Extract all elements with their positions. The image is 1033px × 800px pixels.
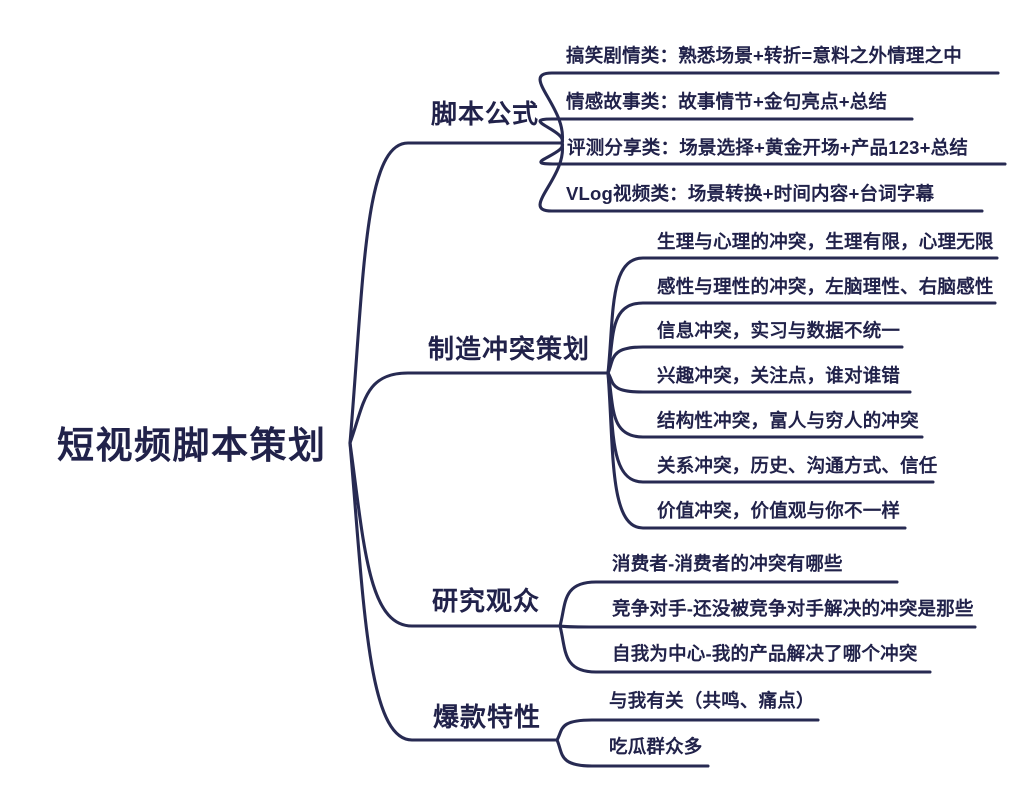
- subtopic[interactable]: 竞争对手-还没被竞争对手解决的冲突是那些: [612, 597, 974, 619]
- subtopic[interactable]: 价值冲突，价值观与你不一样: [657, 499, 901, 521]
- subtopic[interactable]: 与我有关（共鸣、痛点）: [609, 689, 815, 711]
- subtopic[interactable]: 信息冲突，实习与数据不统一: [657, 319, 901, 341]
- branch-label-script-formulas[interactable]: 脚本公式: [431, 99, 540, 130]
- branch-label-conflict-planning[interactable]: 制造冲突策划: [428, 334, 591, 365]
- subtopic[interactable]: 关系冲突，历史、沟通方式、信任: [657, 454, 938, 476]
- subtopic[interactable]: 评测分享类：场景选择+黄金开场+产品123+总结: [567, 136, 969, 158]
- subtopic[interactable]: 吃瓜群众多: [609, 735, 703, 757]
- subtopic[interactable]: 生理与心理的冲突，生理有限，心理无限: [657, 230, 994, 252]
- root-topic[interactable]: 短视频脚本策划: [57, 424, 327, 466]
- branch-label-audience-research[interactable]: 研究观众: [432, 586, 541, 617]
- subtopic[interactable]: 兴趣冲突，关注点，谁对谁错: [657, 364, 901, 386]
- subtopic[interactable]: 消费者-消费者的冲突有哪些: [612, 552, 843, 574]
- subtopic[interactable]: 感性与理性的冲突，左脑理性、右脑感性: [657, 275, 994, 297]
- subtopic[interactable]: 自我为中心-我的产品解决了哪个冲突: [612, 642, 918, 664]
- subtopic[interactable]: 结构性冲突，富人与穷人的冲突: [657, 409, 919, 431]
- subtopic[interactable]: 搞笑剧情类：熟悉场景+转折=意料之外情理之中: [566, 44, 963, 66]
- subtopic[interactable]: VLog视频类：场景转换+时间内容+台词字幕: [566, 182, 935, 204]
- subtopic[interactable]: 情感故事类：故事情节+金句亮点+总结: [566, 90, 888, 112]
- branch-label-hit-traits[interactable]: 爆款特性: [433, 702, 542, 733]
